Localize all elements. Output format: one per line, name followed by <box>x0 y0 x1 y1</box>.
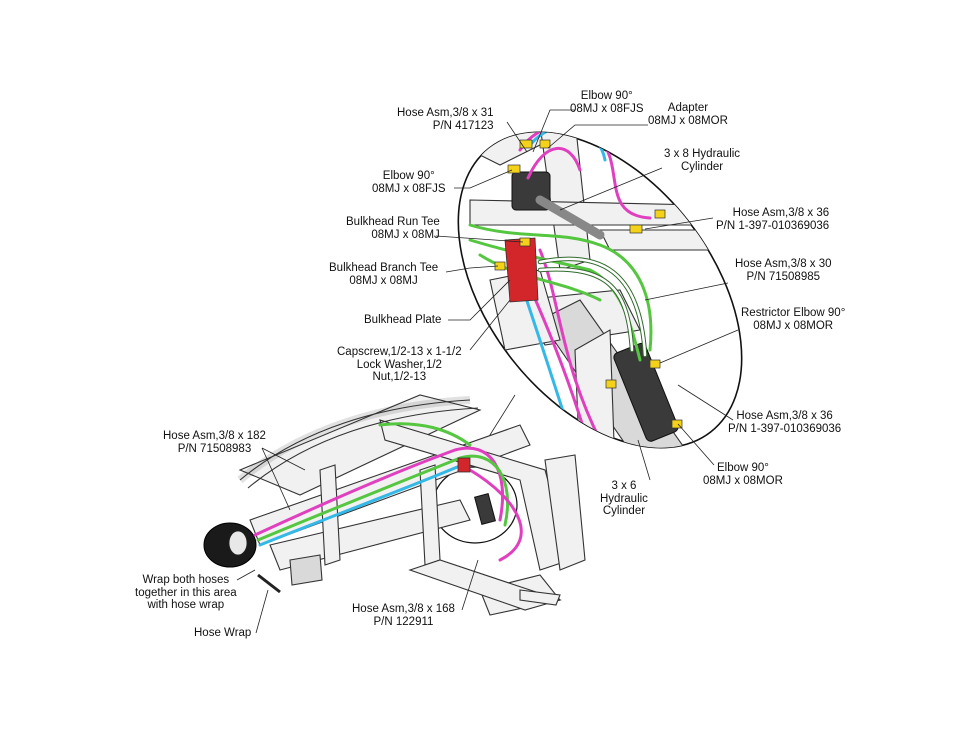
callout-elbow-90-mor: Elbow 90° 08MJ x 08MOR <box>703 462 783 487</box>
detail-inset <box>457 109 743 481</box>
callout-hose-36-upper: Hose Asm,3/8 x 36 P/N 1-397-010369036 <box>716 207 830 232</box>
fitting-elbow-top <box>519 139 533 149</box>
callout-bulkhead-run-tee: Bulkhead Run Tee 08MJ x 08MJ <box>346 216 440 241</box>
cylinder-main <box>474 493 496 525</box>
fitting-adapter <box>539 139 551 149</box>
fitting-elbow-mor <box>671 419 683 429</box>
fitting-hose36-upper <box>629 224 643 234</box>
callout-bulkhead-branch-tee: Bulkhead Branch Tee 08MJ x 08MJ <box>329 262 439 287</box>
callout-hose-31: Hose Asm,3/8 x 31 P/N 417123 <box>397 107 494 132</box>
callout-hose-30: Hose Asm,3/8 x 30 P/N 71508985 <box>735 258 832 283</box>
callout-bulkhead-plate: Bulkhead Plate <box>364 314 442 326</box>
callout-cylinder-3x8: 3 x 8 Hydraulic Cylinder <box>664 148 741 173</box>
fitting-elbow-left <box>507 164 521 174</box>
callout-hose-wrap: Hose Wrap <box>194 627 252 639</box>
callout-hose-182: Hose Asm,3/8 x 182 P/N 71508983 <box>163 430 266 455</box>
bulkhead-main <box>457 457 471 473</box>
callout-elbow-90-top: Elbow 90° 08MJ x 08FJS <box>570 90 644 115</box>
fitting-restrictor <box>649 359 661 369</box>
callout-elbow-90-left: Elbow 90° 08MJ x 08FJS <box>372 170 446 195</box>
callout-adapter: Adapter 08MJ x 08MOR <box>648 102 728 127</box>
fitting-hose36-end <box>654 209 666 219</box>
callout-wrap-both-hoses: Wrap both hoses together in this area wi… <box>135 574 237 611</box>
callout-capscrew: Capscrew,1/2-13 x 1-1/2 Lock Washer,1/2 … <box>337 346 462 383</box>
leader-lines <box>236 109 739 634</box>
callout-restrictor-elbow: Restrictor Elbow 90° 08MJ x 08MOR <box>741 307 846 332</box>
callout-cylinder-3x6: 3 x 6 Hydraulic Cylinder <box>600 480 648 517</box>
hose-wrap-part <box>257 573 281 594</box>
callout-hose-36-lower: Hose Asm,3/8 x 36 P/N 1-397-010369036 <box>728 410 842 435</box>
callout-hose-168: Hose Asm,3/8 x 168 P/N 122911 <box>352 603 455 628</box>
fitting-cyl36-base <box>605 379 617 389</box>
bulkhead-plate <box>504 237 539 303</box>
main-assembly <box>203 394 586 616</box>
cylinder-3x6-body <box>613 342 679 442</box>
cylinder-3x8-rod <box>535 195 605 240</box>
